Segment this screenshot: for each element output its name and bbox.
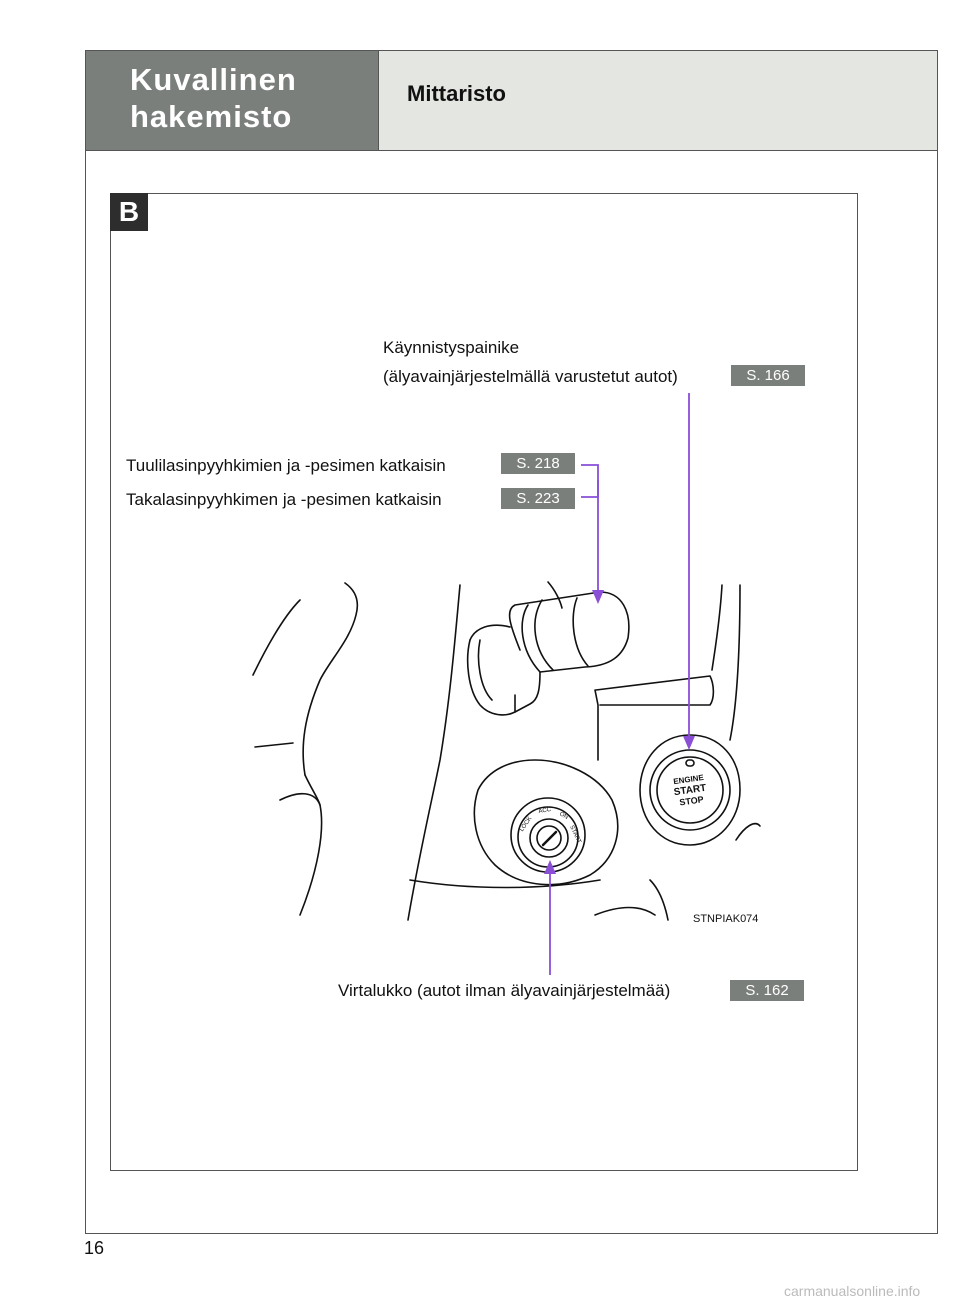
page-number: 16 [84, 1238, 105, 1258]
start-button-text-stop: STOP [679, 794, 704, 807]
section-badge: B [110, 193, 148, 231]
illustration-box [110, 193, 858, 1171]
footer-watermark: carmanualsonline.info [784, 1283, 921, 1299]
windshield-wiper-label: Tuulilasinpyyhkimien ja -pesimen katkais… [126, 456, 446, 475]
windshield-wiper-page-ref[interactable]: S. 218 [501, 453, 575, 474]
wiper-bracket [581, 464, 599, 498]
ignition-label: Virtalukko (autot ilman älyavainjärjeste… [338, 981, 671, 1000]
wheel-edge-outer [252, 599, 301, 676]
header-divider [86, 150, 938, 151]
arrow-heads [544, 590, 695, 874]
page-title: Mittaristo [407, 81, 506, 106]
lock-position-start: START [568, 825, 582, 845]
rear-wiper-page-ref[interactable]: S. 223 [501, 488, 575, 509]
ignition-page-ref[interactable]: S. 162 [730, 980, 804, 1001]
start-button-page-ref[interactable]: S. 166 [731, 365, 805, 386]
page-frame [85, 50, 938, 1234]
section-header: Kuvallinen hakemisto [86, 51, 378, 150]
page-header: Mittaristo [378, 51, 937, 150]
section-title: Kuvallinen hakemisto [130, 62, 297, 134]
rear-wiper-label: Takalasinpyyhkimen ja -pesimen katkaisin [126, 490, 442, 509]
start-button-text-engine: ENGINE [673, 773, 705, 786]
lock-position-acc: ACC [538, 807, 552, 815]
lock-position-on: ON [558, 811, 569, 821]
start-button-label-line1: Käynnistyspainike [383, 338, 520, 357]
start-button-text-start: START [673, 783, 707, 798]
callout-arrows [549, 393, 690, 975]
figure-code: STNPIAK074 [693, 913, 759, 925]
start-button-label-line2: (älyavainjärjestelmällä varustetut autot… [383, 367, 678, 386]
